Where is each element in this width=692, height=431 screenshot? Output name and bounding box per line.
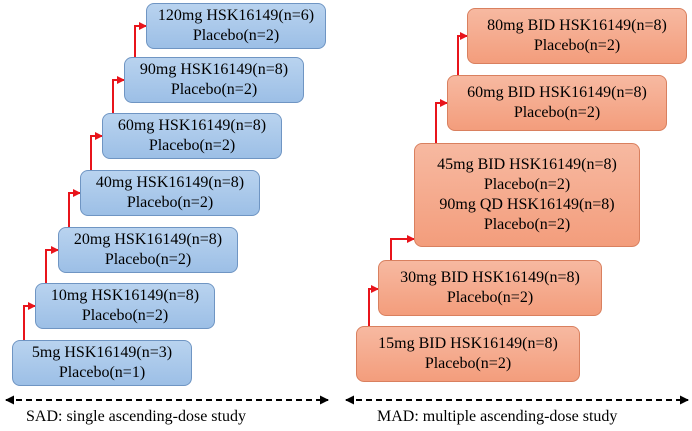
mad-connector-4 [457,32,468,75]
mad-step-1-dose: 15mg BID HSK16149(n=8) [378,335,558,352]
mad-caption: MAD: multiple ascending-dose study [377,408,618,425]
sad-connector-4 [90,132,103,170]
mad-step-5-dose: 80mg BID HSK16149(n=8) [487,17,667,34]
mad-step-1: 15mg BID HSK16149(n=8) Placebo(n=2) [356,326,580,382]
sad-step-7: 120mg HSK16149(n=6) Placebo(n=2) [146,3,326,49]
mad-step-2-dose: 30mg BID HSK16149(n=8) [400,269,580,286]
sad-step-4: 40mg HSK16149(n=8) Placebo(n=2) [80,170,260,216]
mad-connector-2 [390,235,415,260]
sad-connector-2 [45,246,59,283]
mad-step-3-dose-qd: 90mg QD HSK16149(n=8) [439,196,615,213]
sad-connector-1 [23,302,36,340]
mad-step-5-placebo: Placebo(n=2) [533,37,621,54]
sad-step-5: 60mg HSK16149(n=8) Placebo(n=2) [102,113,282,159]
sad-step-2: 10mg HSK16149(n=8) Placebo(n=2) [35,283,215,329]
mad-step-2-placebo: Placebo(n=2) [446,289,534,306]
mad-connector-3 [435,99,448,143]
sad-step-4-dose: 40mg HSK16149(n=8) [95,174,245,191]
sad-step-6-placebo: Placebo(n=2) [170,81,258,98]
mad-step-4-placebo: Placebo(n=2) [513,104,601,121]
sad-step-7-placebo: Placebo(n=2) [192,27,280,44]
mad-step-3-placebo-a: Placebo(n=2) [483,176,571,193]
sad-caption: SAD: single ascending-dose study [26,408,246,425]
sad-connector-6 [134,22,147,57]
sad-step-1-dose: 5mg HSK16149(n=3) [31,344,173,361]
sad-step-2-placebo: Placebo(n=2) [81,307,169,324]
mad-step-1-placebo: Placebo(n=2) [424,355,512,372]
sad-connector-3 [68,189,81,227]
mad-step-5: 80mg BID HSK16149(n=8) Placebo(n=2) [467,8,687,64]
mad-step-3-placebo-b: Placebo(n=2) [483,216,571,233]
sad-step-5-placebo: Placebo(n=2) [148,137,236,154]
sad-connector-5 [112,76,125,113]
sad-step-5-dose: 60mg HSK16149(n=8) [117,117,267,134]
sad-step-7-dose: 120mg HSK16149(n=6) [157,7,315,24]
mad-step-3: 45mg BID HSK16149(n=8) Placebo(n=2) 90mg… [414,143,640,247]
sad-step-2-dose: 10mg HSK16149(n=8) [50,287,200,304]
sad-step-3-placebo: Placebo(n=2) [104,251,192,268]
mad-step-4-dose: 60mg BID HSK16149(n=8) [467,84,647,101]
mad-step-4: 60mg BID HSK16149(n=8) Placebo(n=2) [447,75,667,131]
mad-step-3-dose-bid: 45mg BID HSK16149(n=8) [437,156,617,173]
sad-step-1: 5mg HSK16149(n=3) Placebo(n=1) [12,340,192,386]
sad-step-6: 90mg HSK16149(n=8) Placebo(n=2) [124,57,304,103]
sad-step-3-dose: 20mg HSK16149(n=8) [73,231,223,248]
mad-connector-1 [368,285,379,326]
sad-step-1-placebo: Placebo(n=1) [58,364,146,381]
mad-step-2: 30mg BID HSK16149(n=8) Placebo(n=2) [378,260,602,316]
sad-step-4-placebo: Placebo(n=2) [126,194,214,211]
sad-step-6-dose: 90mg HSK16149(n=8) [139,61,289,78]
sad-step-3: 20mg HSK16149(n=8) Placebo(n=2) [58,227,238,273]
